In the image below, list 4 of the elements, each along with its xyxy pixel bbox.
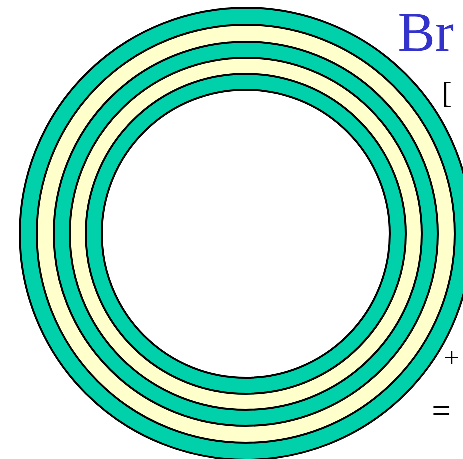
- text-fragment: +: [444, 345, 460, 373]
- text-fragment: [: [442, 79, 452, 109]
- slide-title: Br: [398, 5, 454, 61]
- text-fragment: =: [432, 395, 452, 429]
